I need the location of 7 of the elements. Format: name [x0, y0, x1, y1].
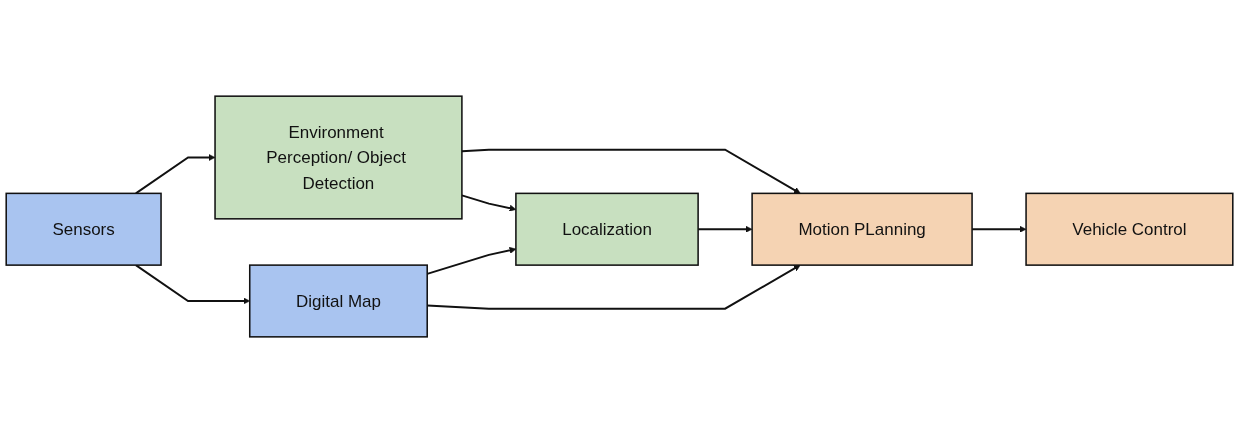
node-box: Localization [515, 193, 699, 267]
node-box: Sensors [5, 193, 162, 267]
arrow [134, 154, 216, 195]
node-box: Environment Perception/ Object Detection [214, 95, 463, 221]
node-box: Vehicle Control [1025, 193, 1234, 267]
node-box: Digital Map [248, 264, 428, 339]
node-box: Motion PLanning [751, 193, 973, 267]
